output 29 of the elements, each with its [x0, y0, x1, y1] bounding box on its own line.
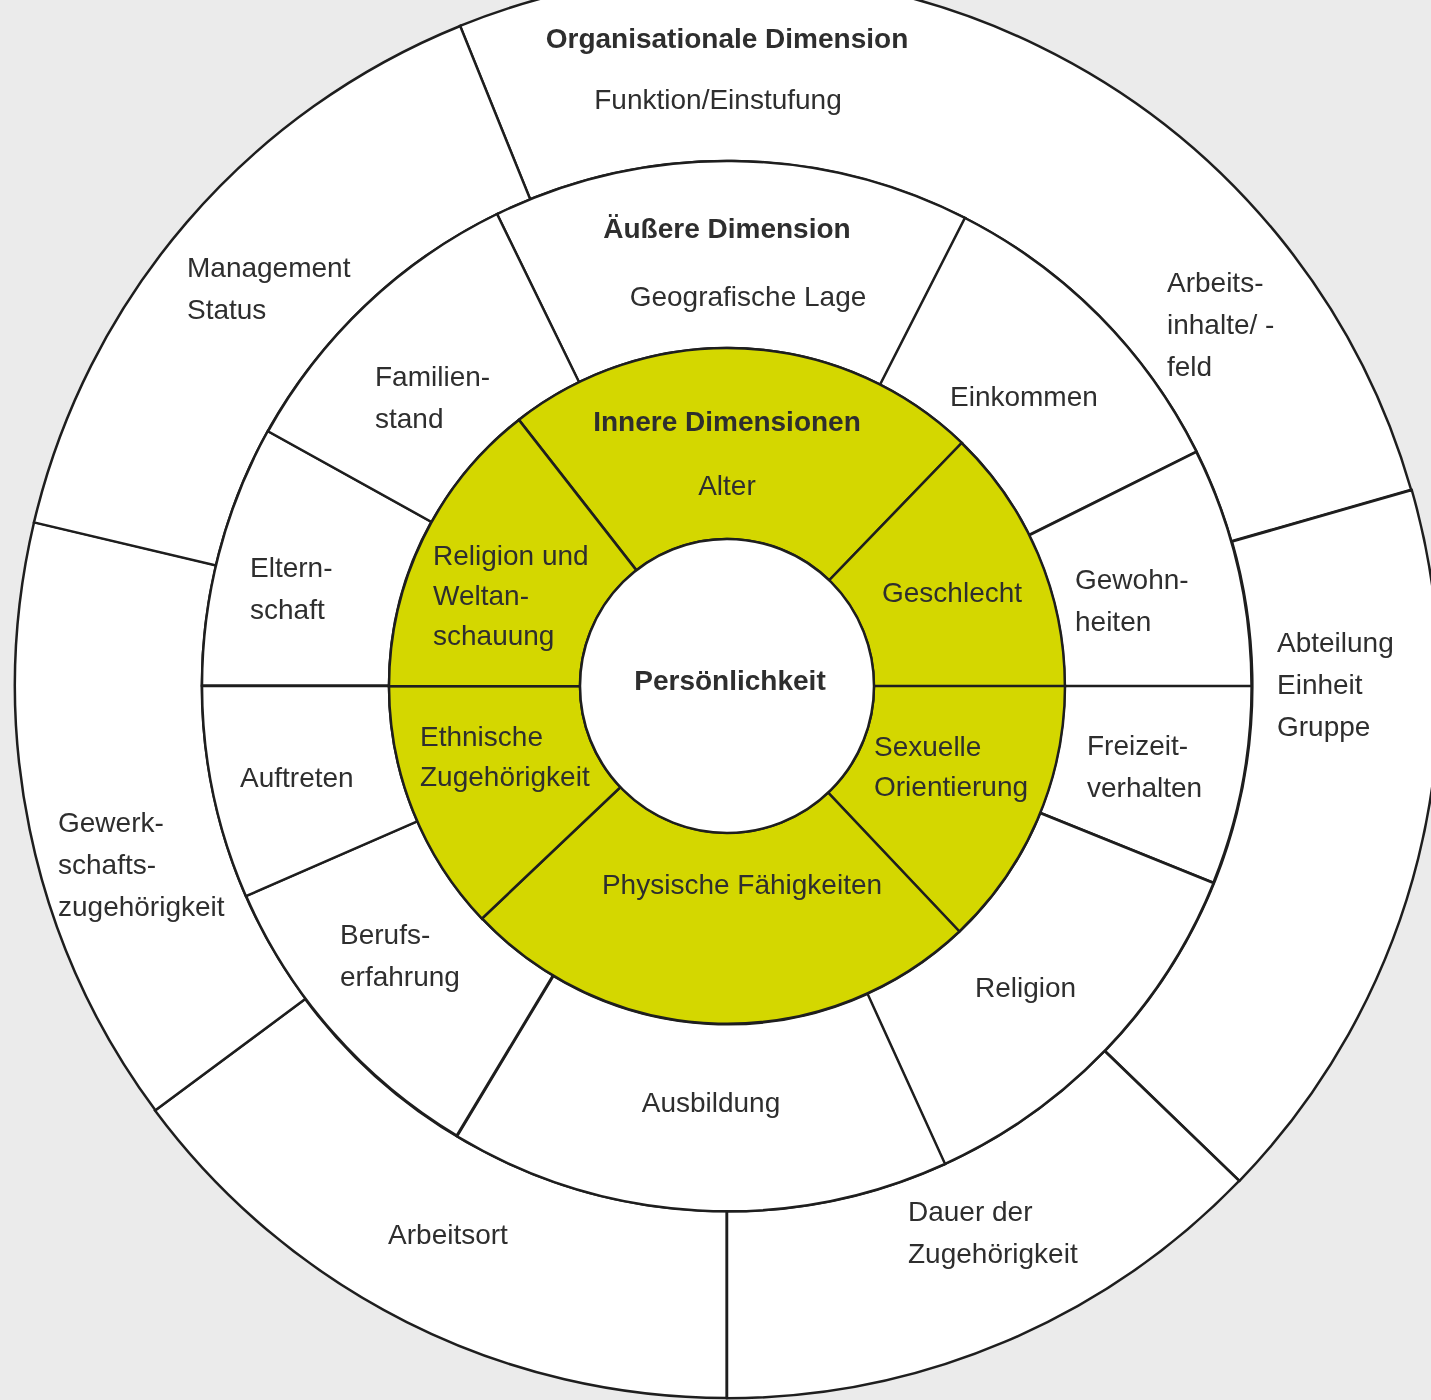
segment-label: Dauer der Zugehörigkeit [908, 1195, 1079, 1271]
segment-label: Funktion/Einstufung [593, 83, 843, 117]
segment-label: Sexuelle Orientierung [874, 730, 1030, 804]
segment-label: Ausbildung [640, 1086, 782, 1120]
segment-label: Ethnische Zugehörigkeit [420, 720, 591, 794]
ring-segment [827, 440, 1067, 688]
segment-label: Arbeits- inhalte/ -feld [1167, 266, 1276, 384]
segment-label: Freizeit- verhalten [1087, 729, 1204, 805]
segment-label: Arbeitsort [387, 1218, 509, 1252]
segment-label: Management Status [187, 251, 352, 327]
segment-label: Gewerk- schafts- zugehörigkeit [58, 806, 226, 924]
segment-label: Alter [697, 469, 757, 503]
dimension-heading: Äußere Dimension [602, 212, 852, 246]
segment-label: Eltern- schaft [250, 551, 334, 627]
segment-label: Religion und Weltan- schauung [433, 539, 590, 653]
dimension-heading: Innere Dimensionen [592, 405, 862, 439]
segment-label: Religion [975, 971, 1078, 1005]
segment-label: Auftreten [240, 761, 355, 795]
ring-segment [1027, 449, 1254, 688]
segment-label: Gewohn- heiten [1075, 563, 1190, 639]
segment-label: Familien- stand [375, 360, 492, 436]
dimension-heading: Organisationale Dimension [544, 22, 910, 56]
segment-label: Einkommen [950, 380, 1099, 414]
dimension-heading: Persönlichkeit [633, 664, 827, 698]
segment-label: Geschlecht [882, 576, 1024, 610]
segment-label: Geografische Lage [628, 280, 868, 314]
segment-label: Abteilung Einheit Gruppe [1277, 626, 1395, 744]
segment-label: Physische Fähigkeiten [600, 868, 884, 902]
segment-label: Berufs- erfahrung [340, 918, 461, 994]
